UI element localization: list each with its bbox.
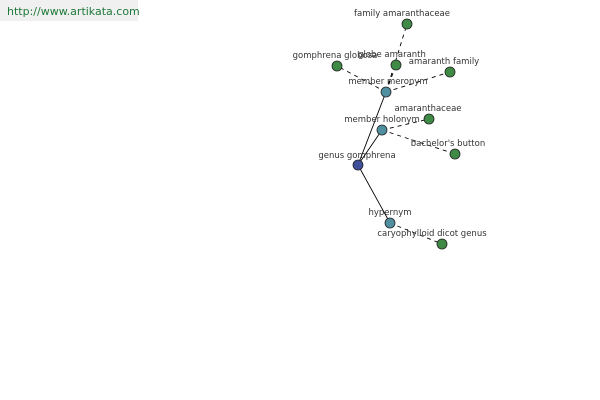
node-family-amaranthaceae[interactable] [401, 18, 413, 30]
node-amaranthaceae[interactable] [423, 113, 435, 125]
label-family-amaranthaceae[interactable]: family amaranthaceae [354, 9, 450, 19]
label-globe-amaranth[interactable]: globe amaranth [358, 50, 426, 60]
graph-edges [336, 23, 456, 245]
edge-genus-gomphrena-member-holonym [357, 129, 383, 166]
watermark-text: http://www.artikata.com [7, 5, 140, 18]
label-member-holonym[interactable]: member holonym [344, 115, 419, 125]
label-amaranth-family[interactable]: amaranth family [409, 57, 479, 67]
node-amaranth-family[interactable] [444, 66, 456, 78]
node-gomphrena-globosa[interactable] [331, 60, 343, 72]
node-caryophylloid-dicot-genus[interactable] [436, 238, 448, 250]
node-member-holonym[interactable] [376, 124, 388, 136]
label-bachelors-button[interactable]: bachelor's button [411, 139, 485, 149]
edge-member-meronym-gomphrena-globosa [336, 65, 387, 93]
graph-labels: genus gomphrena member meronym member holo… [293, 9, 488, 239]
label-gomphrena-globosa[interactable]: gomphrena globosa [293, 51, 378, 61]
edge-hypernym-caryophylloid-dicot-genus [389, 222, 443, 245]
label-caryophylloid-dicot-genus[interactable]: caryophylloid dicot genus [377, 229, 487, 239]
label-genus-gomphrena[interactable]: genus gomphrena [318, 151, 395, 161]
node-hypernym[interactable] [384, 217, 396, 229]
edge-member-holonym-bachelors-button [381, 129, 456, 155]
watermark-box: http://www.artikata.com [0, 0, 140, 21]
node-globe-amaranth[interactable] [390, 59, 402, 71]
edge-member-meronym-family-amaranthaceae [385, 23, 408, 93]
edge-member-meronym-amaranth-family [385, 71, 451, 93]
label-amaranthaceae[interactable]: amaranthaceae [394, 104, 461, 114]
graph-nodes [331, 18, 461, 250]
node-bachelors-button[interactable] [449, 148, 461, 160]
edge-member-holonym-amaranthaceae [381, 118, 430, 131]
edge-genus-gomphrena-member-meronym [357, 91, 387, 166]
label-member-meronym[interactable]: member meronym [348, 77, 427, 87]
edge-genus-gomphrena-hypernym [357, 164, 391, 224]
node-genus-gomphrena[interactable] [352, 159, 364, 171]
node-member-meronym[interactable] [380, 86, 392, 98]
label-hypernym[interactable]: hypernym [368, 208, 411, 218]
